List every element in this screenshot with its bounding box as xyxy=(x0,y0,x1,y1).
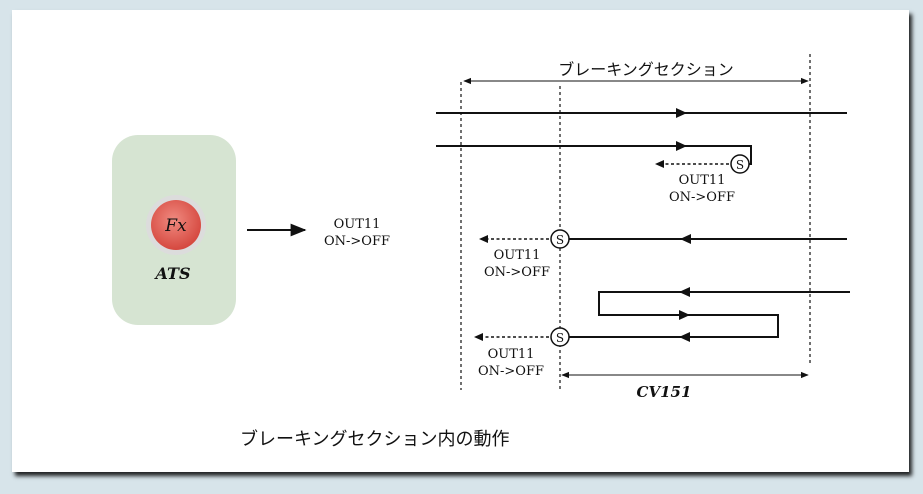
signal-s-icon xyxy=(730,154,750,174)
diagram-card: Fx ATS OUT11 ON->OFF ブレーキングセクション S OUT11… xyxy=(12,10,909,472)
direction-arrow-right-icon xyxy=(676,108,687,118)
fx-button-label: Fx xyxy=(164,216,187,236)
scenario3-state-label: ON->OFF xyxy=(484,265,550,280)
signal-s-label: S xyxy=(556,331,564,345)
direction-arrow-left-icon xyxy=(679,287,690,297)
scenario4-state-label: ON->OFF xyxy=(478,364,544,379)
track-scenario-4: S OUT11 ON->OFF xyxy=(474,287,850,379)
scenario4-out-label: OUT11 xyxy=(488,347,535,362)
dashed-arrow-left-icon xyxy=(474,333,483,341)
signal-s-label: S xyxy=(556,233,564,247)
diagram-caption: ブレーキングセクション内の動作 xyxy=(240,428,509,450)
command-line2: ON->OFF xyxy=(324,234,390,249)
ats-panel: Fx ATS xyxy=(112,135,236,325)
track-scenario-2: S OUT11 ON->OFF xyxy=(436,141,752,205)
track-scenario-3: S OUT11 ON->OFF xyxy=(479,229,847,280)
direction-arrow-left-icon xyxy=(680,234,691,244)
scenario2-out-label: OUT11 xyxy=(679,173,726,188)
fx-button[interactable] xyxy=(151,200,201,250)
section-label: ブレーキングセクション xyxy=(558,60,734,79)
ats-label: ATS xyxy=(154,264,191,283)
direction-arrow-right-icon xyxy=(676,141,687,151)
command-line1: OUT11 xyxy=(334,217,381,232)
scenario3-out-label: OUT11 xyxy=(494,248,541,263)
cv-label: CV151 xyxy=(637,383,692,401)
signal-s-label: S xyxy=(736,158,744,172)
direction-arrow-left-icon xyxy=(679,332,690,342)
direction-arrow-right-icon xyxy=(679,310,690,320)
dashed-arrow-left-icon xyxy=(479,235,488,243)
dashed-arrow-left-icon xyxy=(655,160,664,168)
scenario2-state-label: ON->OFF xyxy=(669,190,735,205)
braking-section-diagram: Fx ATS OUT11 ON->OFF ブレーキングセクション S OUT11… xyxy=(112,54,850,450)
track-scenario-1 xyxy=(436,108,847,118)
signal-s-icon xyxy=(550,327,570,347)
signal-s-icon xyxy=(550,229,570,249)
